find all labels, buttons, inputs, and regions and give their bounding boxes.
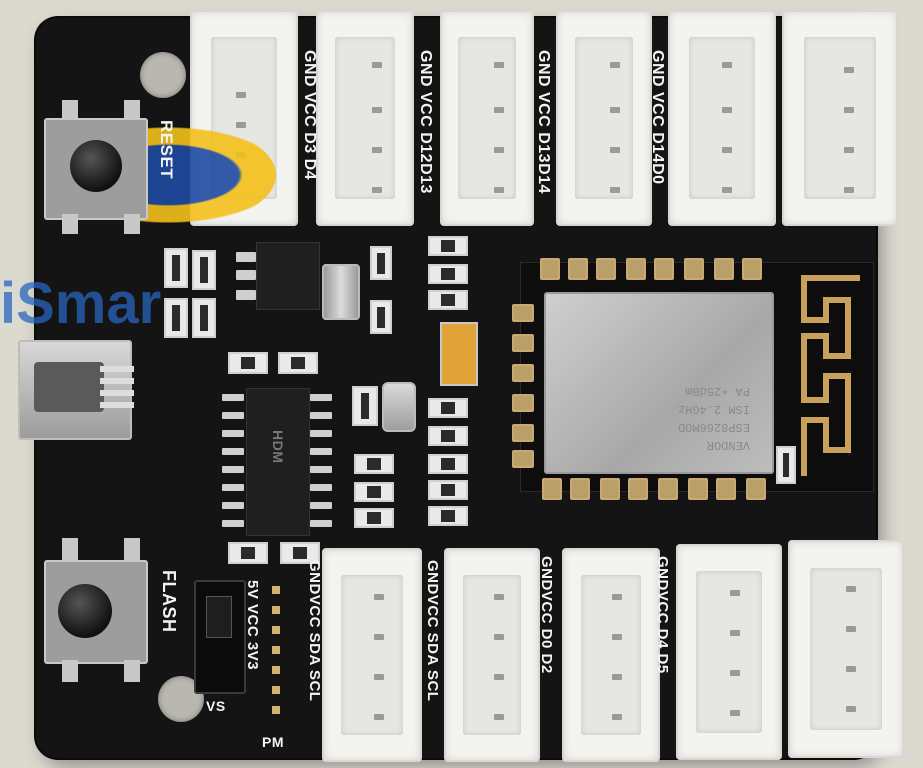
flash-label: FLASH [159, 570, 179, 633]
grove-connector-top-2 [316, 10, 414, 226]
flash-button-cap[interactable] [58, 584, 112, 638]
pm-label: PM [262, 734, 284, 750]
mount-hole-top [140, 52, 186, 98]
vs-label: VS [206, 698, 226, 714]
bottom-label-4: GNDVCC D4 D5 [654, 556, 671, 674]
top-label-3: GND VCC D13D14 [535, 50, 552, 194]
watermark-text: iSmar [0, 271, 162, 336]
reset-button-cap[interactable] [70, 140, 122, 192]
grove-connector-bottom-1 [322, 548, 422, 762]
bottom-label-1: GNDVCC SDA SCL [306, 560, 323, 702]
top-label-4: GND VCC D14D0 [649, 50, 666, 185]
bottom-label-2: GNDVCC SDA SCL [424, 560, 441, 702]
grove-connector-bottom-4 [676, 544, 782, 760]
top-label-2: GND VCC D12D13 [417, 50, 434, 194]
grove-connector-top-4 [556, 10, 652, 226]
module-text-2: ESP8266MOD [677, 420, 750, 434]
grove-connector-top-5 [668, 10, 776, 226]
grove-connector-top-6 [782, 10, 898, 226]
reset-label: RESET [157, 120, 176, 180]
bottom-label-3: GNDVCC D0 D2 [538, 556, 555, 674]
grove-connector-bottom-5 [788, 540, 904, 758]
voltage-regulator [256, 242, 320, 310]
tantalum-capacitor [440, 322, 478, 386]
top-label-1: GND VCC D3 D4 [301, 50, 318, 181]
diode-component [322, 264, 360, 320]
module-text-4: PA +25dBm [685, 384, 750, 398]
crystal-oscillator [382, 382, 416, 432]
grove-connector-bottom-2 [444, 548, 540, 762]
usb-serial-chip [246, 388, 310, 536]
esp8266-shield [544, 292, 774, 474]
grove-connector-top-3 [440, 10, 534, 226]
ic-marking: HDM [270, 430, 286, 464]
module-text-1: VENDOR [706, 438, 750, 452]
module-text-3: ISM 2.4GHz [677, 402, 750, 416]
voltage-label: 5V VCC 3V3 [244, 580, 261, 671]
grove-connector-bottom-3 [562, 548, 660, 762]
pcb-antenna [801, 275, 860, 476]
